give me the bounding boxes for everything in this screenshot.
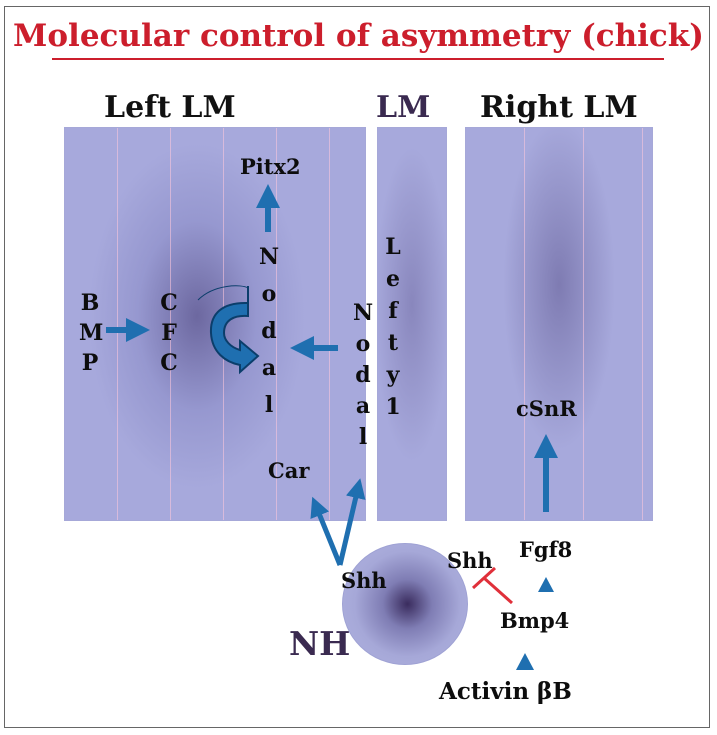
left-lm-panel	[64, 127, 366, 521]
arrow-shh-to-car	[310, 496, 343, 566]
label-shh-left: Shh	[341, 568, 387, 593]
label-activin: Activin βB	[439, 678, 572, 705]
title-underline	[52, 58, 664, 60]
label-car: Car	[268, 458, 310, 483]
figure-title: Molecular control of asymmetry (chick)	[13, 18, 704, 54]
label-bmp4: Bmp4	[500, 608, 570, 633]
label-fgf8: Fgf8	[519, 537, 573, 562]
header-left-lm: Left LM	[104, 90, 236, 125]
arrowhead-activin-to-bmp4	[516, 653, 534, 670]
arrow-cfc-nodal-curve	[209, 286, 260, 375]
header-lm: LM	[376, 90, 431, 125]
arrow-cfc-nodal-curve-body	[197, 285, 249, 301]
label-shh-right: Shh	[447, 548, 493, 573]
figure-frame	[4, 6, 710, 728]
header-right-lm: Right LM	[480, 90, 638, 125]
arrow-shh-to-nodal	[337, 478, 366, 566]
lm-panel	[377, 127, 447, 521]
arrowhead-bmp4-to-fgf8	[538, 577, 554, 592]
label-nh: NH	[289, 624, 351, 663]
inhibit-bar	[471, 566, 497, 590]
neural-hinge-node	[342, 543, 468, 665]
right-lm-panel	[465, 127, 653, 521]
label-pitx2: Pitx2	[240, 154, 301, 179]
inhibit-bmp4-shh	[483, 576, 513, 605]
label-csnr: cSnR	[516, 396, 577, 421]
